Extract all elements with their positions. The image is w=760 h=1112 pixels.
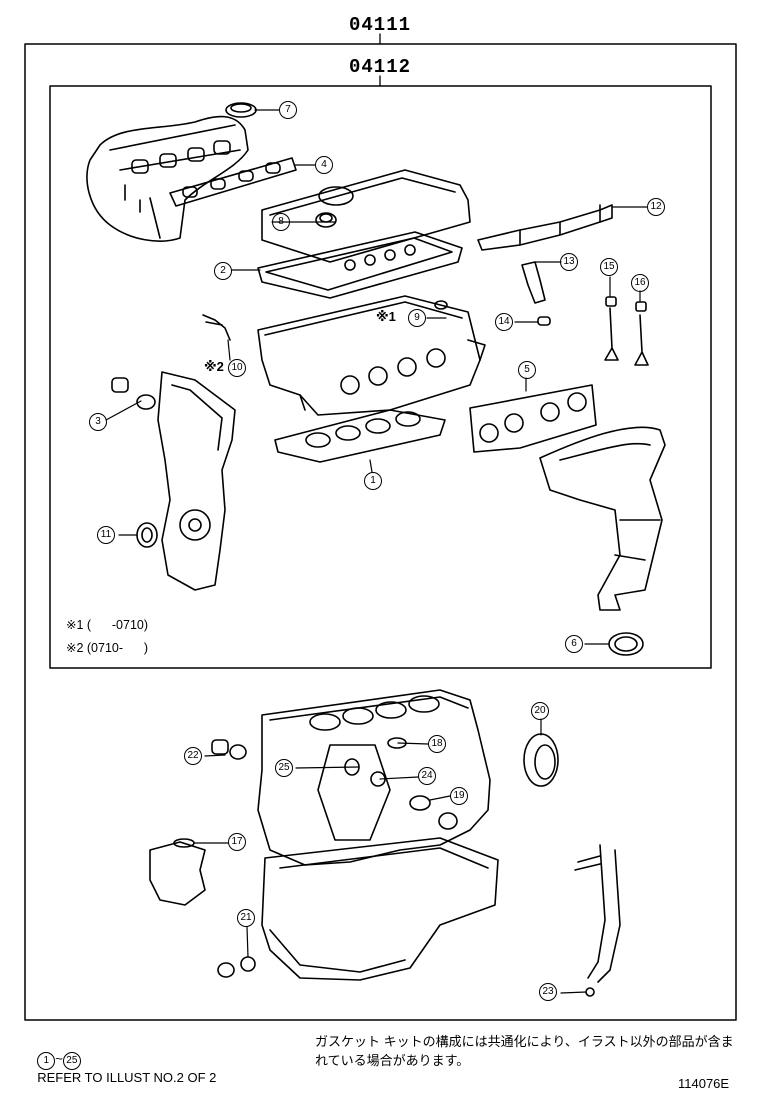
refer-note: 1~25 REFER TO ILLUST NO.2 OF 2 [30,1036,216,1085]
callout-19[interactable]: 19 [450,787,468,805]
kit-code-inner: 04112 [349,56,412,78]
callout-25[interactable]: 25 [275,759,293,777]
callout-4[interactable]: 4 [315,156,333,174]
callout-3[interactable]: 3 [89,413,107,431]
callout-10[interactable]: 10 [228,359,246,377]
callout-20[interactable]: 20 [531,702,549,720]
callout-1[interactable]: 1 [364,472,382,490]
range-start-callout: 1 [37,1052,56,1070]
japanese-note: ガスケット キットの構成には共通化により、イラスト以外の部品が含まれている場合が… [315,1034,734,1068]
callout-16[interactable]: 16 [631,274,649,292]
remark-marker-10: ※2 [204,359,224,374]
intake-manifold-drawing [86,115,249,242]
head-cover-drawing [261,169,471,263]
remark-marker-9: ※1 [376,309,396,324]
head-cover-gasket-drawing [257,231,463,299]
oil-pan-drawing [261,837,499,981]
callout-11[interactable]: 11 [97,526,115,544]
callout-7[interactable]: 7 [279,101,297,119]
timing-cover-drawing [157,371,236,591]
callout-18[interactable]: 18 [428,735,446,753]
callout-5[interactable]: 5 [518,361,536,379]
callout-23[interactable]: 23 [539,983,557,1001]
callout-21[interactable]: 21 [237,909,255,927]
engine-block-drawing [257,689,491,866]
refer-text: REFER TO ILLUST NO.2 OF 2 [37,1070,217,1085]
callout-17[interactable]: 17 [228,833,246,851]
callout-22[interactable]: 22 [184,747,202,765]
callout-12[interactable]: 12 [647,198,665,216]
head-gasket-drawing [274,409,446,463]
outer-kit-frame [24,43,737,1021]
range-end-callout: 25 [62,1052,81,1070]
applicability-note-2: ※2 (0710- ) [66,641,149,655]
callout-8[interactable]: 8 [272,213,290,231]
cylinder-head-drawing [257,295,486,416]
exhaust-manifold-drawing [539,426,666,611]
intake-manifold-gasket-drawing [169,157,297,207]
kit-code-outer: 04111 [349,14,412,36]
range-tilde: ~ [55,1051,63,1066]
callout-14[interactable]: 14 [495,313,513,331]
inner-kit-frame [49,85,712,669]
callout-24[interactable]: 24 [418,767,436,785]
callout-15[interactable]: 15 [600,258,618,276]
applicability-note-1: ※1 ( -0710) [66,618,149,632]
exhaust-manifold-gasket-drawing [469,384,597,453]
callout-9[interactable]: 9 [408,309,426,327]
callout-6[interactable]: 6 [565,635,583,653]
figure-number: 114076E [678,1076,730,1091]
callout-2[interactable]: 2 [214,262,232,280]
callout-13[interactable]: 13 [560,253,578,271]
